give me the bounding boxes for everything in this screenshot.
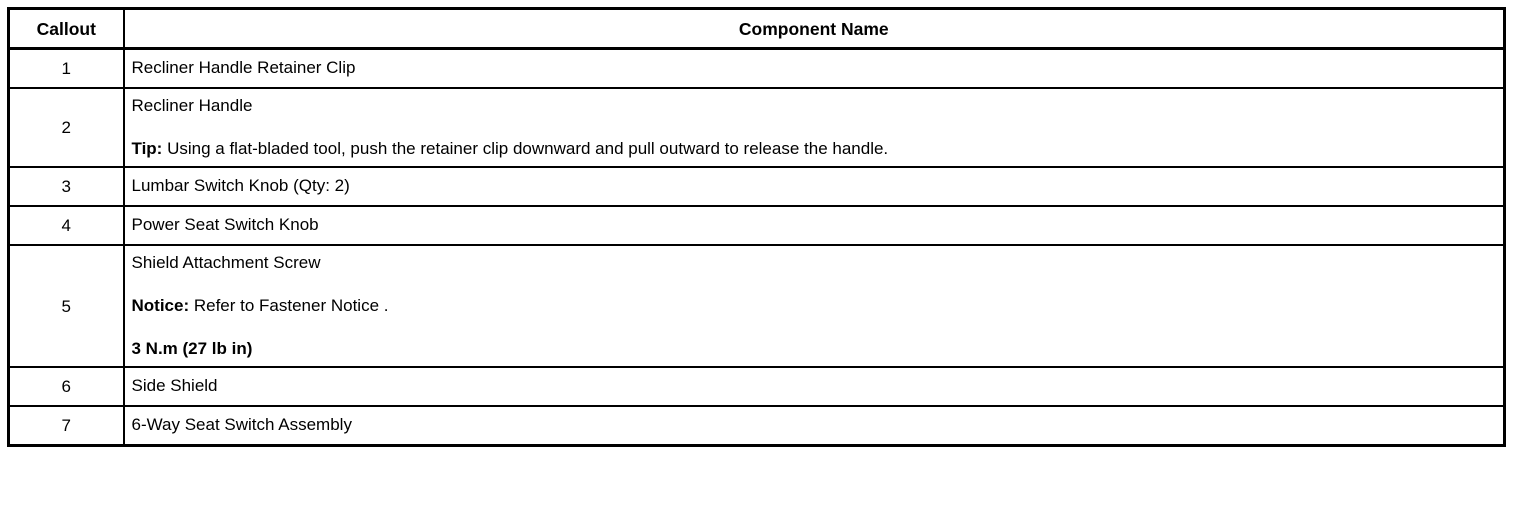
table-row: 1 Recliner Handle Retainer Clip — [8, 48, 1505, 88]
component-paragraph: 6-Way Seat Switch Assembly — [132, 414, 1498, 436]
table-row: 4 Power Seat Switch Knob — [8, 205, 1505, 245]
table-header-row: Callout Component Name — [8, 8, 1505, 50]
component-paragraph: 3 N.m (27 lb in) — [132, 338, 1498, 360]
paragraph-text: Power Seat Switch Knob — [131, 215, 319, 234]
cell-callout-number: 3 — [8, 166, 125, 206]
paragraph-text: Using a flat-bladed tool, push the retai… — [162, 139, 889, 158]
component-paragraph: Lumbar Switch Knob (Qty: 2) — [132, 175, 1498, 197]
paragraph-text: Refer to Fastener Notice . — [189, 296, 389, 315]
component-paragraph: Power Seat Switch Knob — [132, 214, 1498, 236]
cell-component-name: Lumbar Switch Knob (Qty: 2) — [123, 166, 1505, 206]
cell-callout-number: 5 — [8, 244, 125, 367]
paragraph-text: Shield Attachment Screw — [131, 253, 321, 272]
paragraph-text: 6-Way Seat Switch Assembly — [131, 415, 352, 434]
cell-callout-number: 7 — [8, 405, 125, 446]
paragraph-text: 3 N.m (27 lb in) — [131, 339, 253, 358]
cell-component-name: 6-Way Seat Switch Assembly — [123, 405, 1505, 446]
component-paragraph: Side Shield — [132, 375, 1498, 397]
cell-callout-number: 2 — [8, 87, 125, 167]
paragraph-text: Lumbar Switch Knob (Qty: 2) — [131, 176, 350, 195]
table-row: 6 Side Shield — [8, 366, 1505, 406]
note-paragraph: Notice: Refer to Fastener Notice . — [132, 295, 1498, 317]
component-callout-table: Callout Component Name 1 Recliner Handle … — [7, 7, 1506, 447]
cell-callout-number: 4 — [8, 205, 125, 245]
paragraph-text: Recliner Handle — [131, 96, 253, 115]
cell-component-name: Power Seat Switch Knob — [123, 205, 1505, 245]
column-header-component-name: Component Name — [123, 8, 1505, 50]
component-paragraph: Shield Attachment Screw — [132, 252, 1498, 274]
component-paragraph: Recliner Handle — [132, 95, 1498, 117]
paragraph-text: Side Shield — [131, 376, 218, 395]
table-row: 3 Lumbar Switch Knob (Qty: 2) — [8, 166, 1505, 206]
cell-callout-number: 1 — [8, 48, 125, 88]
table-header: Callout Component Name — [8, 8, 1505, 50]
column-header-callout: Callout — [8, 8, 125, 50]
component-paragraph: Recliner Handle Retainer Clip — [132, 57, 1498, 79]
table-row: 7 6-Way Seat Switch Assembly — [8, 405, 1505, 446]
note-label: Tip: — [131, 139, 163, 158]
paragraph-text: Recliner Handle Retainer Clip — [131, 58, 356, 77]
note-paragraph: Tip: Using a flat-bladed tool, push the … — [132, 138, 1498, 160]
cell-component-name: Recliner Handle Retainer Clip — [123, 48, 1505, 88]
cell-component-name: Side Shield — [123, 366, 1505, 406]
cell-callout-number: 6 — [8, 366, 125, 406]
note-label: Notice: — [131, 296, 190, 315]
